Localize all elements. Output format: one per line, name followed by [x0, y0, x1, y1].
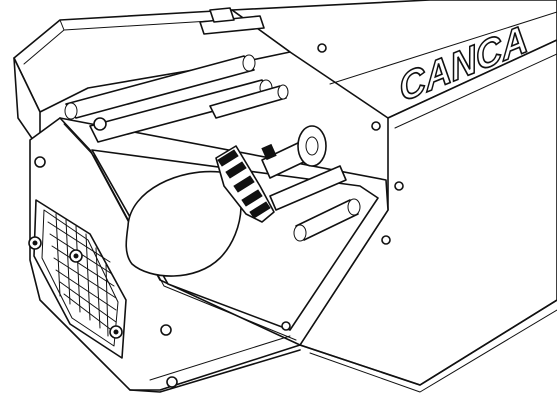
- hinged-lid: [13, 7, 291, 151]
- disc: [125, 170, 242, 277]
- knurled-knob-icon: [215, 125, 327, 223]
- bolt-icon: [28, 43, 404, 388]
- roller-assembly: [64, 54, 361, 242]
- perforated-grill-icon: [33, 199, 127, 359]
